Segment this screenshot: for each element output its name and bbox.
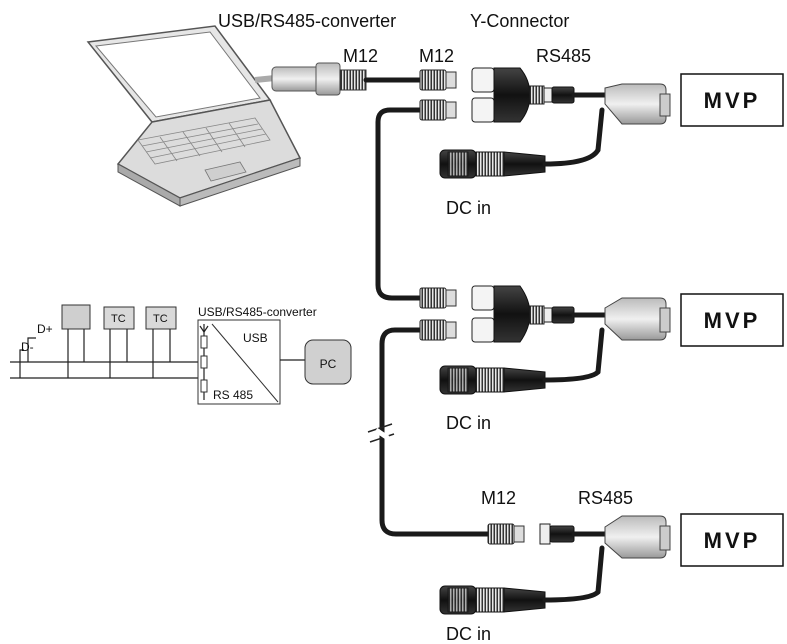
bus-cable-1 (375, 107, 423, 301)
dc-in-3-connector (439, 585, 601, 615)
d-minus-label: D- (21, 340, 34, 354)
rs485-label-top: RS485 (536, 46, 591, 66)
usb-converter-label: USB/RS485-converter (218, 11, 396, 31)
y-connector-2 (419, 285, 608, 343)
dc-in-1-connector (439, 147, 601, 179)
mvp-2-label: MVP (704, 308, 761, 333)
mvp-3-connector (595, 515, 671, 595)
mvp-1-box (680, 73, 784, 127)
bus-schematic (10, 304, 352, 405)
schematic-converter-label: USB/RS485-converter (198, 305, 317, 319)
mvp-1-connector (595, 83, 671, 153)
cable-break-mark (367, 423, 395, 443)
mvp-2-box (680, 293, 784, 347)
m12-label-b: M12 (419, 46, 454, 66)
mvp-2-connector (595, 297, 671, 375)
y-connector-label: Y-Connector (470, 11, 569, 31)
bottom-m12-connector (487, 523, 608, 545)
y-connector-1 (419, 67, 608, 123)
pc-label: PC (320, 357, 337, 371)
d-plus-label: D+ (37, 322, 53, 336)
mvp-1-label: MVP (704, 88, 761, 113)
rs485-label-bottom: RS485 (578, 488, 633, 508)
dc-in-label-2: DC in (446, 413, 491, 433)
dc-in-label-3: DC in (446, 624, 491, 644)
usb-rs485-converter-icon (271, 62, 367, 96)
dc-in-2-connector (439, 365, 601, 395)
tc-2-label: TC (153, 313, 168, 325)
m12-label-bottom: M12 (481, 488, 516, 508)
laptop-icon (86, 25, 302, 207)
tc-1-label: TC (111, 313, 126, 325)
dc-in-label-1: DC in (446, 198, 491, 218)
schematic-usb-label: USB (243, 331, 268, 345)
schematic-rs485-label: RS 485 (213, 388, 253, 402)
mvp-3-label: MVP (704, 528, 761, 553)
m12-label-a: M12 (343, 46, 378, 66)
mvp-3-box (680, 513, 784, 567)
